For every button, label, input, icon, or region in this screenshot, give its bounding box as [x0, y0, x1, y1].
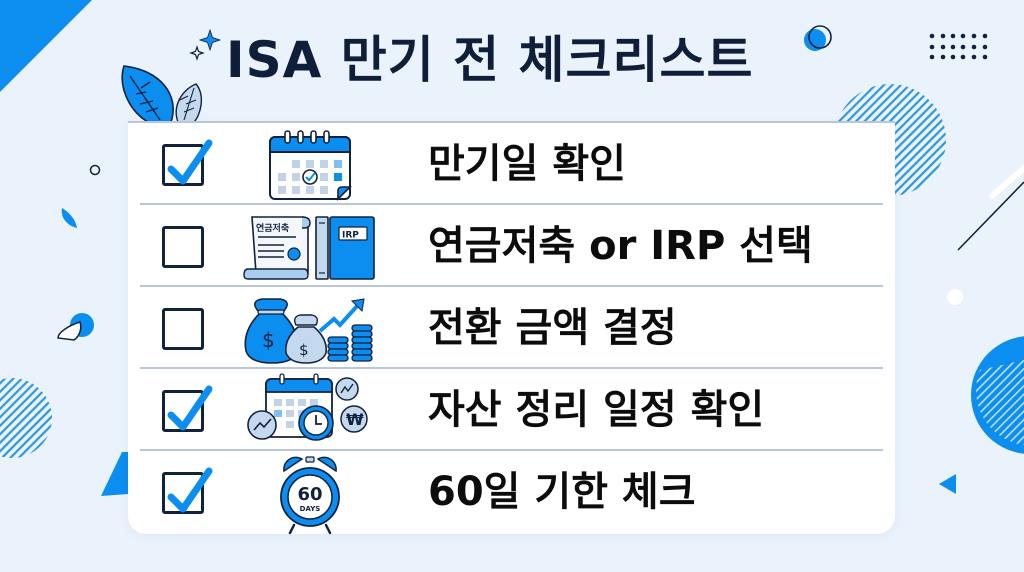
checkbox-checked[interactable]: [162, 385, 213, 432]
svg-text:$: $: [299, 341, 309, 359]
checkbox-checked[interactable]: [162, 139, 213, 186]
money-bags-coins-growth-icon: $ $: [240, 291, 380, 367]
checklist-item-label: 자산 정리 일정 확인: [428, 387, 765, 433]
pension-document-and-irp-book-icon: 연금저축 IRP: [240, 209, 380, 285]
row-divider: [140, 449, 883, 451]
page-title: ISA 만기 전 체크리스트: [226, 31, 754, 89]
svg-text:연금저축: 연금저축: [256, 222, 289, 234]
corner-triangle-decoration: [0, 0, 92, 92]
svg-text:$: $: [262, 328, 275, 352]
svg-text:60: 60: [297, 484, 322, 505]
checkmark-icon: [167, 467, 213, 513]
checklist-item-pension-or-irp[interactable]: 연금저축 IRP 연금저축 or IRP 선택: [128, 205, 895, 287]
checkbox-checked[interactable]: [162, 467, 213, 514]
row-divider: [140, 203, 883, 205]
svg-text:DAYS: DAYS: [300, 505, 321, 513]
calendar-check-icon: [240, 127, 380, 203]
checklist-item-60-day-deadline[interactable]: 60 DAYS 60일 기한 체크: [128, 451, 895, 535]
row-divider: [140, 285, 883, 287]
checklist-item-label: 60일 기한 체크: [428, 469, 696, 515]
svg-text:IRP: IRP: [342, 231, 359, 241]
checklist-item-asset-schedule[interactable]: ₩ 자산 정리 일정 확인: [128, 369, 895, 451]
svg-text:₩: ₩: [346, 410, 364, 429]
checkbox-unchecked[interactable]: [162, 308, 204, 350]
leaf-icon: [121, 65, 203, 123]
checklist-item-label: 전환 금액 결정: [428, 305, 677, 351]
calendar-clock-assets-icon: ₩: [240, 373, 380, 449]
checklist-item-label: 연금저축 or IRP 선택: [428, 223, 813, 269]
checklist-card: 만기일 확인 연금저축 IRP 연금저축 or IRP 선택: [128, 121, 895, 535]
checkmark-icon: [167, 139, 213, 185]
alarm-clock-60-days-icon: 60 DAYS: [240, 455, 380, 535]
checklist-item-conversion-amount[interactable]: $ $ 전환 금액 결정: [128, 287, 895, 369]
row-divider: [140, 367, 883, 369]
sparkle-icon: [198, 28, 222, 52]
checklist-item-maturity-date[interactable]: 만기일 확인: [128, 123, 895, 205]
checkmark-icon: [167, 385, 213, 431]
checklist-item-label: 만기일 확인: [428, 141, 626, 187]
checkbox-unchecked[interactable]: [162, 226, 204, 268]
